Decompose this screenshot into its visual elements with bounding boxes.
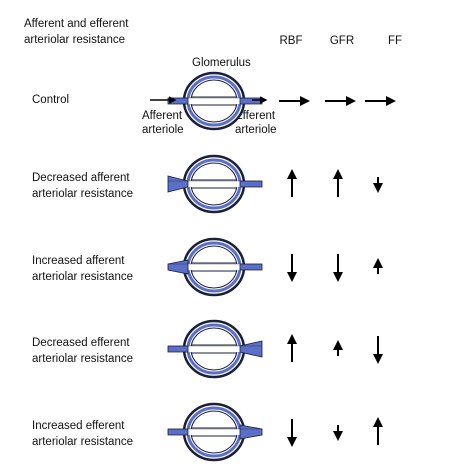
tuft-gap-decreased-afferent — [188, 181, 240, 187]
row-label-increased-efferent-line-2: arteriolar resistance — [32, 436, 133, 448]
efferent-label-line-1: Efferent — [235, 110, 276, 122]
column-header-rbf: RBF — [279, 35, 303, 47]
tuft-gap-increased-afferent — [188, 264, 240, 270]
afferent-arteriole-decreased-efferent — [167, 345, 189, 353]
row-label-decreased-afferent-line-1: Decreased afferent — [32, 172, 130, 184]
afferent-arteriole-increased-efferent — [167, 428, 189, 436]
tuft-gap-increased-efferent — [188, 429, 240, 435]
afferent-arteriole-decreased-afferent — [167, 175, 189, 193]
tuft-gap-control — [188, 98, 240, 104]
column-header-gfr: GFR — [329, 35, 355, 47]
efferent-arteriole-control — [239, 97, 263, 105]
efferent-arteriole-increased-afferent — [239, 263, 263, 271]
efferent-arteriole-increased-efferent — [239, 424, 263, 440]
afferent-label-line-1: Afferent — [142, 110, 183, 122]
row-label-decreased-afferent-line-2: arteriolar resistance — [32, 188, 133, 200]
efferent-arteriole-decreased-afferent — [239, 180, 263, 188]
row-label-increased-efferent-line-1: Increased efferent — [32, 420, 125, 432]
figure-title-line-1: Afferent and efferent — [24, 18, 129, 30]
row-label-control: Control — [32, 94, 70, 106]
afferent-arteriole-control — [167, 97, 189, 105]
row-label-increased-afferent-line-2: arteriolar resistance — [32, 271, 133, 283]
afferent-arteriole-increased-afferent — [167, 259, 189, 275]
efferent-arteriole-decreased-efferent — [239, 340, 263, 358]
figure-title-line-2: arteriolar resistance — [24, 34, 125, 46]
efferent-label-line-2: arteriole — [235, 124, 277, 136]
tuft-gap-decreased-efferent — [188, 346, 240, 352]
row-label-increased-afferent-line-1: Increased afferent — [32, 255, 125, 267]
afferent-label-line-2: arteriole — [142, 124, 184, 136]
glomerulus-label: Glomerulus — [192, 57, 251, 69]
column-header-ff: FF — [387, 35, 403, 47]
row-label-decreased-efferent-line-2: arteriolar resistance — [32, 353, 133, 365]
row-label-decreased-efferent-line-1: Decreased efferent — [32, 337, 130, 349]
